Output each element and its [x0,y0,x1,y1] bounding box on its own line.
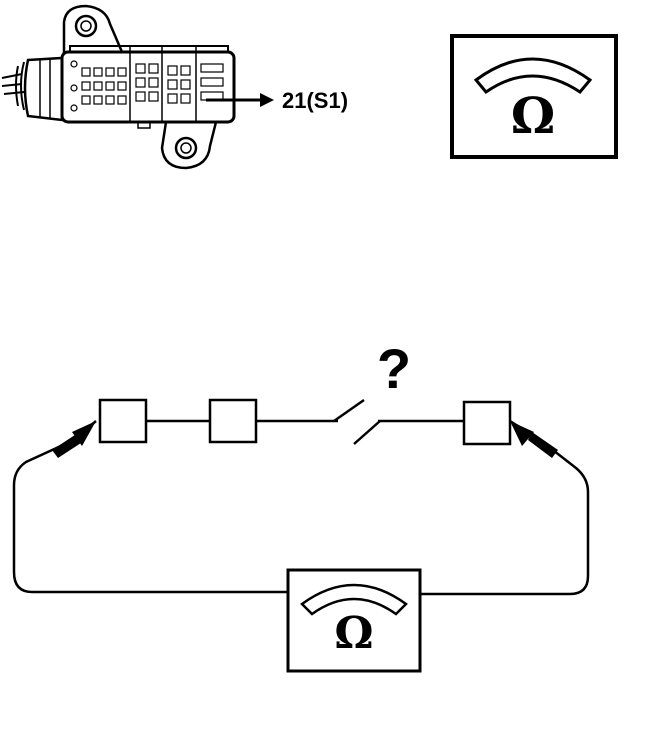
circuit-component-box-1 [98,398,148,444]
probe-right [510,421,558,458]
top-ear-hole [74,14,98,38]
circuit-wiring [12,398,590,596]
connector-cable [1,61,25,111]
circuit-component-box-2 [208,398,258,444]
probe-left [52,421,96,458]
loop-right-wire [420,419,590,596]
ohmmeter-bottom-scale-arc [300,583,408,616]
terminal-cavities [70,60,224,112]
terminal-label: 21(S1) [282,88,348,113]
connector-drawing [1,4,236,170]
ohmmeter-top-omega-symbol: Ω [511,86,556,145]
switch-left-blade [333,398,365,423]
ohmmeter-top-scale-arc [473,57,593,95]
circuit-component-box-3 [462,400,512,446]
connector-boot [23,56,64,122]
loop-left-wire [12,420,288,594]
ohmmeter-top: Ω [450,34,618,159]
question-mark: ? [377,337,411,400]
ohmmeter-bottom-omega-symbol: Ω [334,608,373,659]
switch-right-blade [353,420,381,445]
terminal-arrow [206,93,274,107]
connector-bottom-ear [160,121,218,170]
connector-top-ear [62,4,124,54]
ohmmeter-bottom: Ω [286,568,422,673]
connector-body [60,50,236,124]
bottom-ear-hole [174,136,198,160]
